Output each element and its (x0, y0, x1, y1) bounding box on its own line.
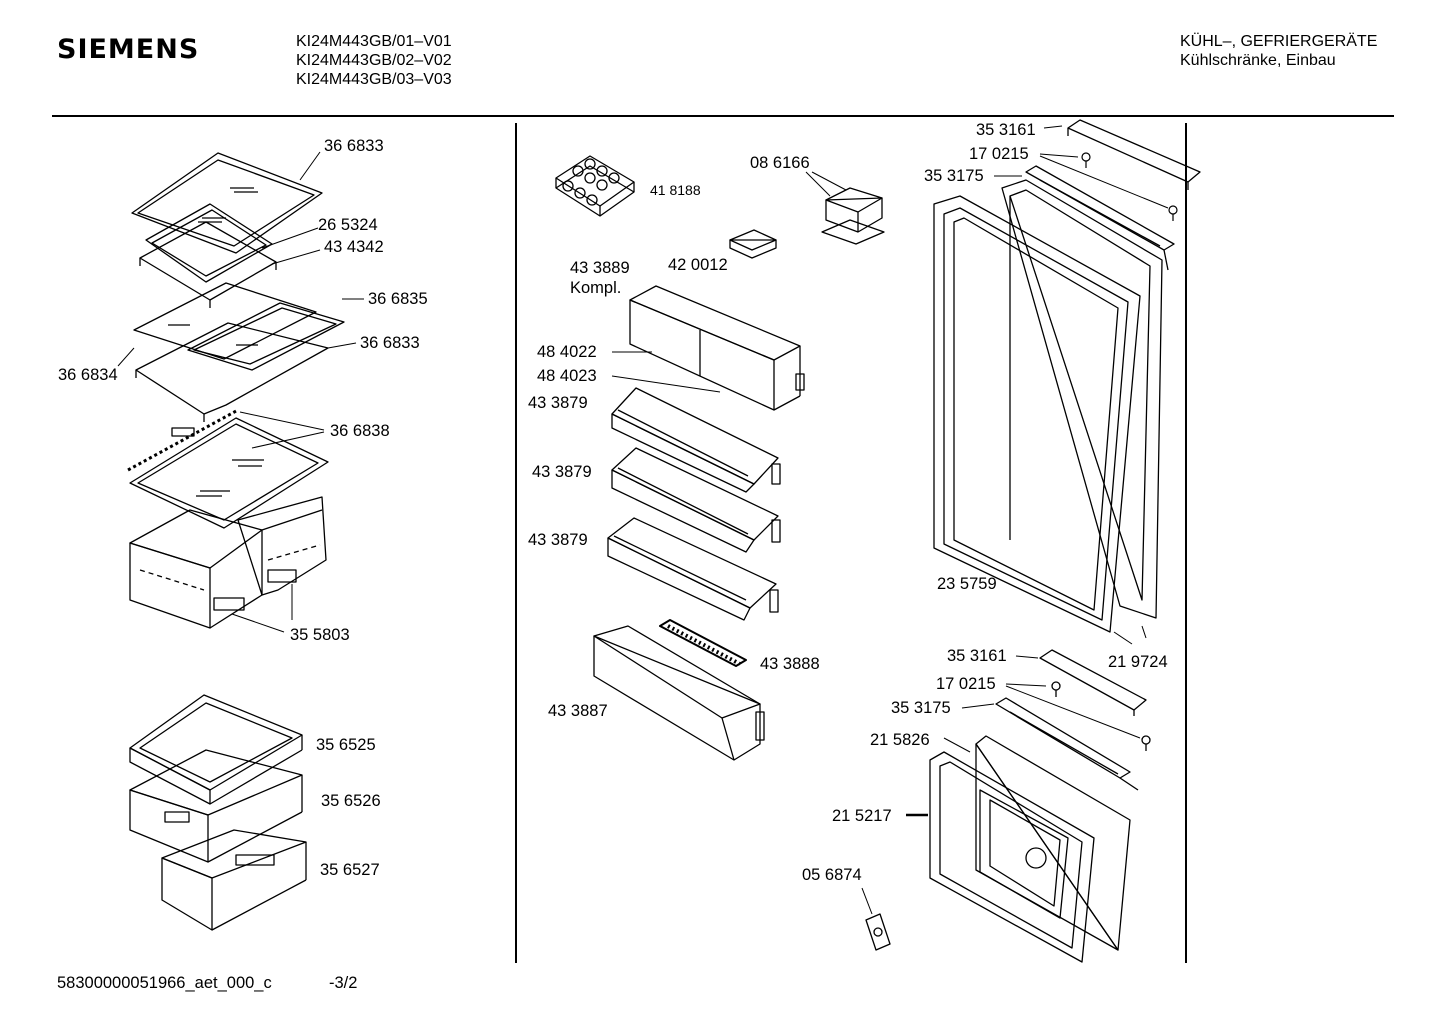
screw-170215-top (1082, 153, 1177, 221)
part-label: 36 6834 (58, 366, 118, 384)
part-label: 26 5324 (318, 216, 378, 234)
bottle-shelf (594, 626, 764, 760)
egg-tray (556, 156, 634, 216)
model-line: KI24M443GB/01–V01 (296, 33, 452, 50)
part-label: 17 0215 (936, 675, 996, 693)
part-label: 21 5826 (870, 731, 930, 749)
leader-lines (118, 126, 1168, 914)
part-label: 17 0215 (969, 145, 1029, 163)
door-panel-219724 (1002, 180, 1162, 618)
part-label: 43 3879 (532, 463, 592, 481)
glass-shelf-top (132, 153, 322, 253)
split-shelf (134, 283, 344, 422)
part-label: 35 3161 (976, 121, 1036, 139)
part-label: Kompl. (570, 279, 622, 297)
freezer-drawer-356527 (162, 830, 306, 930)
door-seal-235759 (934, 196, 1140, 632)
brand-logo: SIEMENS (57, 34, 200, 65)
part-label: 43 3879 (528, 394, 588, 412)
part-label: 21 5217 (832, 807, 892, 825)
document-id: 58300000051966_aet_000_c (57, 974, 272, 992)
part-label: 48 4022 (537, 343, 597, 361)
freezer-drawer-356525 (130, 695, 302, 804)
part-label: 36 6838 (330, 422, 390, 440)
part-label: 43 3879 (528, 531, 588, 549)
door-shelf-3 (608, 518, 778, 620)
bottle-retainer (660, 620, 746, 666)
freezer-drawer-356526 (130, 750, 302, 862)
part-label: 08 6166 (750, 154, 810, 172)
freezer-seal-215217 (930, 752, 1094, 962)
part-label: 35 3175 (891, 699, 951, 717)
model-line: KI24M443GB/02–V02 (296, 52, 452, 69)
shelf-frame-265324 (140, 204, 276, 308)
part-label: 41 8188 (650, 182, 701, 198)
screw-170215-bottom (1052, 682, 1150, 751)
part-label: 21 9724 (1108, 653, 1168, 671)
part-label: 43 3887 (548, 702, 608, 720)
part-label: 35 6525 (316, 736, 376, 754)
thermostat-056874 (866, 914, 890, 950)
part-label: 36 6833 (324, 137, 384, 155)
part-label: 36 6835 (368, 290, 428, 308)
part-label: 35 3175 (924, 167, 984, 185)
part-label: 35 6526 (321, 792, 381, 810)
butter-compartment (822, 188, 884, 244)
category-title: KÜHL–, GEFRIERGERÄTE (1180, 33, 1378, 50)
part-label: 35 3161 (947, 647, 1007, 665)
part-label: 43 4342 (324, 238, 384, 256)
part-label: 35 5803 (290, 626, 350, 644)
door-shelf-1 (612, 388, 780, 492)
part-label: 48 4023 (537, 367, 597, 385)
lidded-compartment (630, 286, 804, 410)
door-shelf-2 (612, 448, 780, 552)
part-label: 36 6833 (360, 334, 420, 352)
part-label: 35 6527 (320, 861, 380, 879)
vegetable-cover-shelf (128, 410, 328, 528)
butter-dish (730, 230, 776, 258)
vegetable-drawers (130, 497, 326, 628)
lower-hinge (996, 698, 1138, 790)
lower-hinge-cover (1040, 650, 1146, 716)
upper-hinge-cover (1068, 120, 1200, 190)
category-subtitle: Kühlschränke, Einbau (1180, 52, 1336, 69)
model-line: KI24M443GB/03–V03 (296, 71, 452, 88)
model-list: KI24M443GB/01–V01 KI24M443GB/02–V02 KI24… (296, 32, 452, 89)
category-block: KÜHL–, GEFRIERGERÄTE Kühlschränke, Einba… (1180, 32, 1377, 70)
part-label: 42 0012 (668, 256, 728, 274)
part-label: 05 6874 (802, 866, 862, 884)
upper-hinge (1026, 166, 1174, 270)
page-number: -3/2 (329, 974, 358, 992)
part-label: 43 3889 (570, 259, 630, 277)
part-label: 43 3888 (760, 655, 820, 673)
part-label: 23 5759 (937, 575, 997, 593)
